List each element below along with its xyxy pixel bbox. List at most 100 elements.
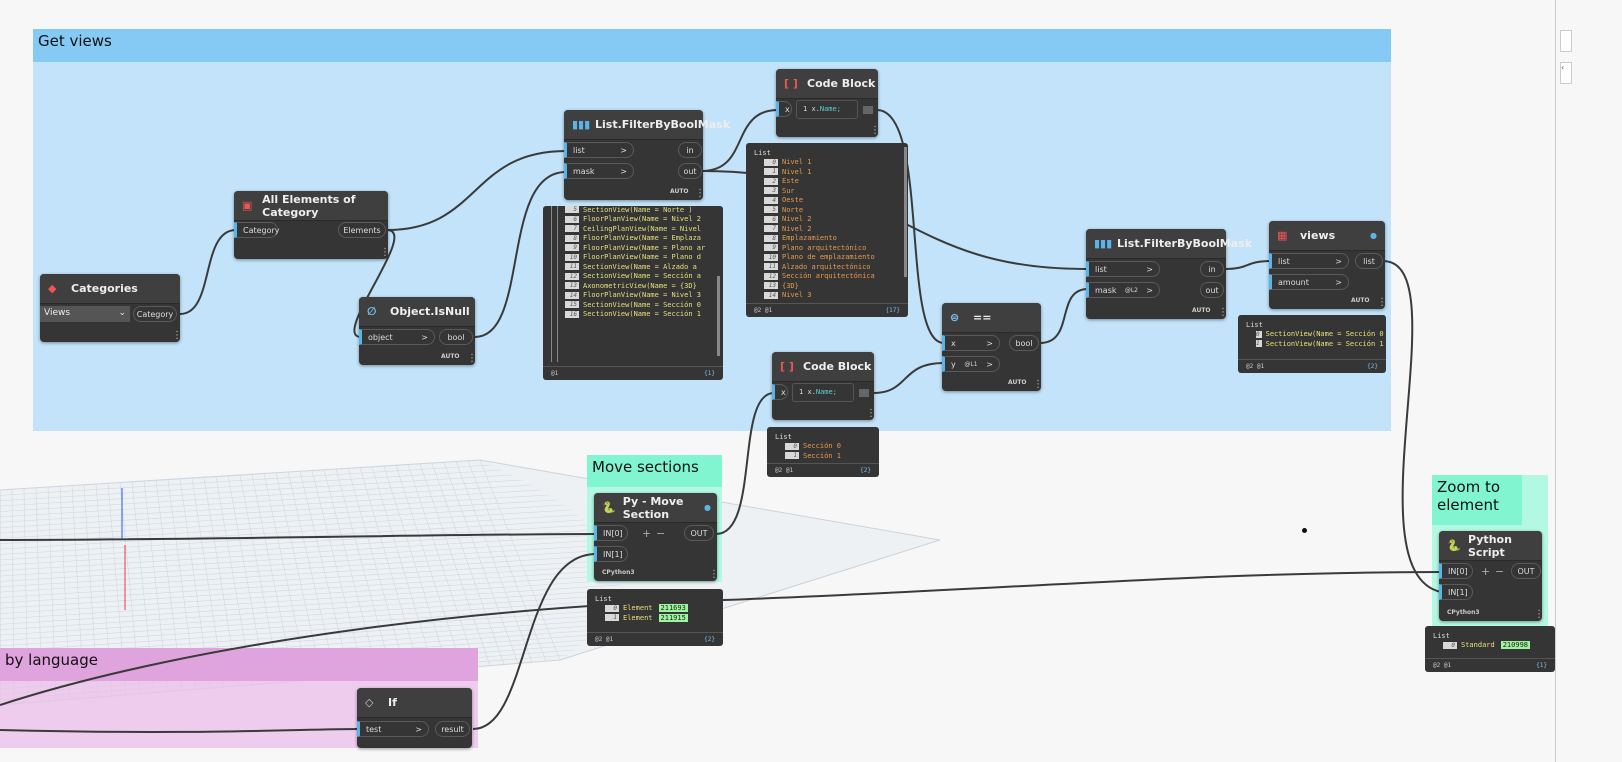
lacing-label[interactable]: AUTO (1192, 307, 1211, 314)
node-list-filterbyboolmask-2[interactable]: ▮▮▮List.FilterByBoolMask list> mask@L2> … (1086, 229, 1252, 319)
output-port-result[interactable]: result (435, 721, 470, 737)
scrollbar[interactable] (904, 147, 907, 277)
input-port-mask[interactable]: mask> (564, 163, 634, 179)
output-port[interactable] (863, 106, 873, 114)
lacing-label[interactable]: AUTO (670, 188, 689, 195)
input-port-mask[interactable]: mask@L2> (1086, 282, 1160, 298)
node-py-move-section[interactable]: 🐍Py - Move Section● IN[0] IN[1] + − OUT … (594, 493, 719, 581)
list-level[interactable]: @L2 (1124, 286, 1138, 294)
collapse-icon[interactable]: ‹ (1560, 62, 1572, 84)
node-menu-icon[interactable]: ⋮ (380, 247, 390, 258)
input-port-y[interactable]: y@L1> (942, 356, 1000, 372)
scrollbar[interactable] (717, 276, 720, 356)
output-port-elements[interactable]: Elements (338, 222, 386, 238)
input-port-amount[interactable]: amount> (1269, 274, 1349, 290)
list-level[interactable]: @L1 (964, 360, 978, 368)
remove-input-button[interactable]: − (1495, 565, 1505, 578)
lacing-label[interactable]: AUTO (1351, 297, 1370, 304)
code-editor[interactable]: 1 x.Name; (796, 100, 858, 119)
output-port-list[interactable]: list (1355, 253, 1383, 269)
add-input-button[interactable]: + (642, 527, 652, 540)
input-port-list[interactable]: list> (1269, 253, 1349, 269)
node-menu-icon[interactable]: ⋮ (1033, 379, 1043, 390)
node-views[interactable]: ▦views● list> amount> list AUTO ⋮ (1269, 221, 1387, 309)
output-port[interactable] (859, 389, 869, 397)
output-port-out[interactable]: out (678, 163, 702, 179)
side-panel-button[interactable] (1560, 30, 1572, 52)
output-port-in[interactable]: in (678, 142, 702, 158)
node-code-block[interactable]: [ ]Code Block x 1 x.Name; ⋮ (776, 69, 880, 137)
lacing-label[interactable]: AUTO (1008, 379, 1027, 386)
node-menu-icon[interactable]: ⋮ (1377, 297, 1387, 308)
node-menu-icon[interactable]: ⋮ (467, 353, 477, 364)
output-port-in[interactable]: in (1200, 261, 1224, 277)
input-port-x[interactable]: x (776, 101, 792, 117)
output-port-out[interactable]: OUT (1511, 563, 1541, 579)
node-list-filterbyboolmask[interactable]: ▮▮▮List.FilterByBoolMask list> mask> in … (564, 110, 730, 200)
node-all-elements-of-category[interactable]: ▣All Elements of Category Category Eleme… (234, 191, 390, 259)
input-port-in1[interactable]: IN[1] (1439, 584, 1473, 600)
lacing-label[interactable]: AUTO (441, 353, 460, 360)
node-menu-icon[interactable]: ⋮ (870, 125, 880, 136)
input-port-object[interactable]: object> (359, 329, 435, 345)
input-port-in0[interactable]: IN[0] (594, 525, 628, 541)
node-categories[interactable]: ◆Categories Views⌄ Category ⋮ (40, 274, 182, 342)
engine-label[interactable]: CPython3 (602, 569, 635, 576)
node-menu-icon[interactable]: ⋮ (709, 569, 719, 580)
output-port-bool[interactable]: bool (439, 329, 473, 345)
input-port-list[interactable]: list> (564, 142, 634, 158)
node-object-isnull[interactable]: ∅Object.IsNull object> bool AUTO ⋮ (359, 297, 477, 365)
list-item[interactable]: 13{3D} (754, 281, 900, 291)
output-port-category[interactable]: Category (133, 306, 177, 322)
node-python-script[interactable]: 🐍Python Script IN[0] IN[1] + − OUT CPyth… (1439, 531, 1544, 621)
input-port-list[interactable]: list> (1086, 261, 1160, 277)
engine-label[interactable]: CPython3 (1447, 609, 1480, 616)
node-equals[interactable]: ⊜== x> y@L1> bool AUTO ⋮ (942, 303, 1043, 391)
output-port-out[interactable]: OUT (684, 525, 714, 541)
output-port-out[interactable]: out (1200, 282, 1224, 298)
node-menu-icon[interactable]: ⋮ (1534, 609, 1544, 620)
code-editor[interactable]: 1 x.Name; (792, 383, 854, 402)
output-port-bool[interactable]: bool (1009, 335, 1039, 351)
node-menu-icon[interactable]: ⋮ (1218, 307, 1228, 318)
remove-input-button[interactable]: − (656, 527, 666, 540)
add-input-button[interactable]: + (1481, 565, 1491, 578)
input-port-x[interactable]: x (772, 384, 788, 400)
input-port-in0[interactable]: IN[0] (1439, 563, 1473, 579)
node-menu-icon[interactable]: ⋮ (172, 330, 182, 341)
